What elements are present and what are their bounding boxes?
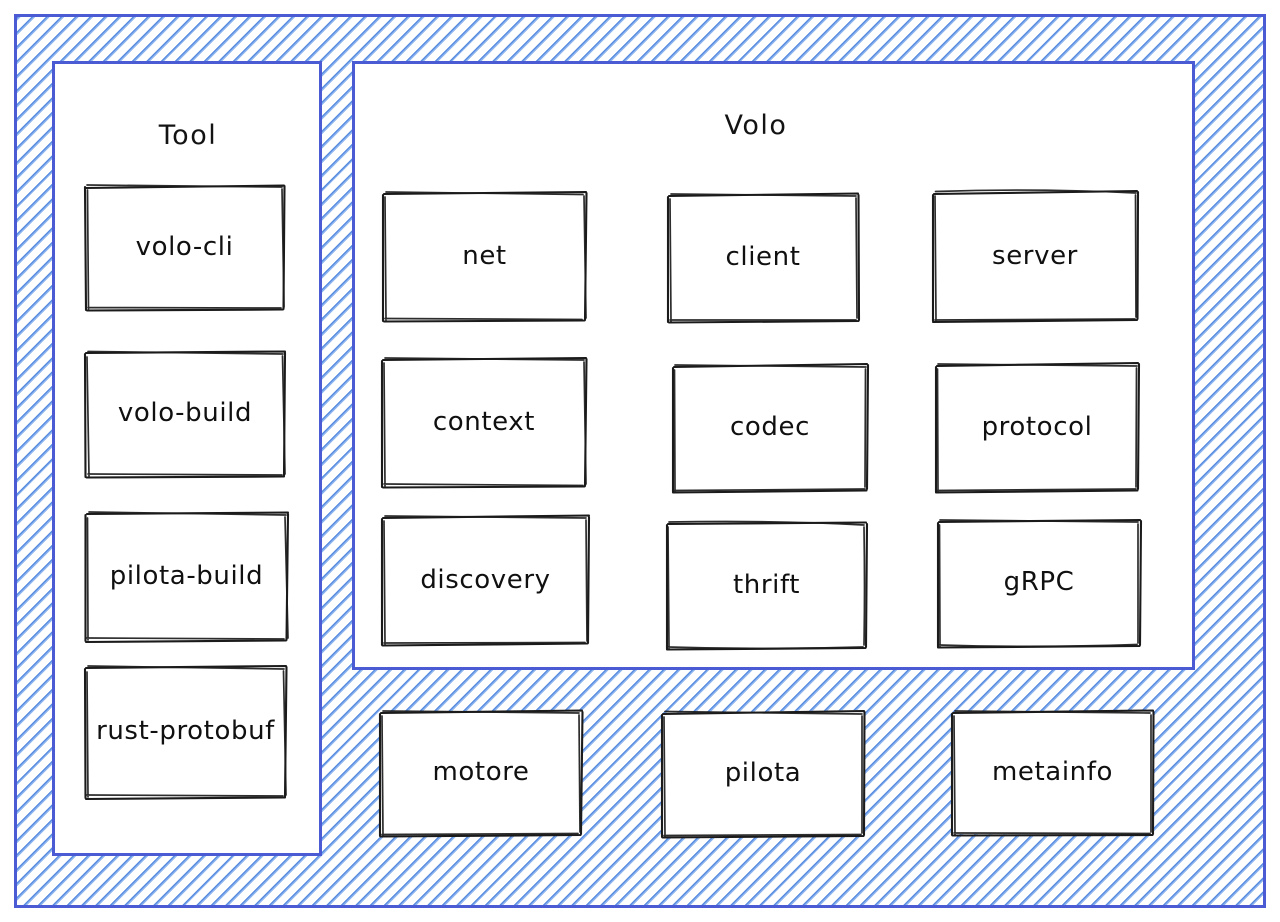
node-label: discovery	[420, 564, 551, 595]
node-server[interactable]: server	[930, 188, 1140, 324]
node-discovery[interactable]: discovery	[380, 513, 591, 647]
node-grpc[interactable]: gRPC	[935, 516, 1143, 649]
volo-group-title: Volo	[724, 110, 788, 141]
node-volo-build[interactable]: volo-build	[83, 349, 287, 479]
node-rust-protobuf[interactable]: rust-protobuf	[83, 663, 288, 801]
node-label: rust-protobuf	[96, 716, 275, 747]
node-label: context	[432, 406, 536, 437]
node-pilota[interactable]: pilota	[660, 708, 866, 839]
node-label: pilota	[724, 757, 802, 788]
node-label: thrift	[732, 569, 801, 600]
node-label: codec	[730, 412, 810, 443]
node-motore[interactable]: motore	[378, 708, 584, 838]
node-protocol[interactable]: protocol	[933, 360, 1141, 494]
node-label: metainfo	[991, 757, 1113, 788]
node-pilota-build[interactable]: pilota-build	[83, 510, 290, 644]
node-label: client	[725, 242, 801, 273]
node-context[interactable]: context	[380, 355, 588, 489]
node-metainfo[interactable]: metainfo	[950, 708, 1155, 837]
node-codec[interactable]: codec	[670, 361, 870, 494]
node-label: motore	[432, 757, 530, 788]
node-label: volo-build	[117, 398, 253, 429]
node-net[interactable]: net	[381, 190, 588, 323]
node-volo-cli[interactable]: volo-cli	[83, 183, 286, 312]
node-label: net	[462, 241, 507, 272]
node-thrift[interactable]: thrift	[664, 519, 869, 651]
node-label: server	[992, 240, 1078, 271]
node-label: gRPC	[1003, 567, 1075, 598]
node-label: volo-cli	[135, 231, 234, 262]
tool-group-title: Tool	[158, 120, 218, 151]
node-label: pilota-build	[109, 561, 264, 592]
node-client[interactable]: client	[666, 191, 861, 324]
node-label: protocol	[981, 411, 1093, 442]
